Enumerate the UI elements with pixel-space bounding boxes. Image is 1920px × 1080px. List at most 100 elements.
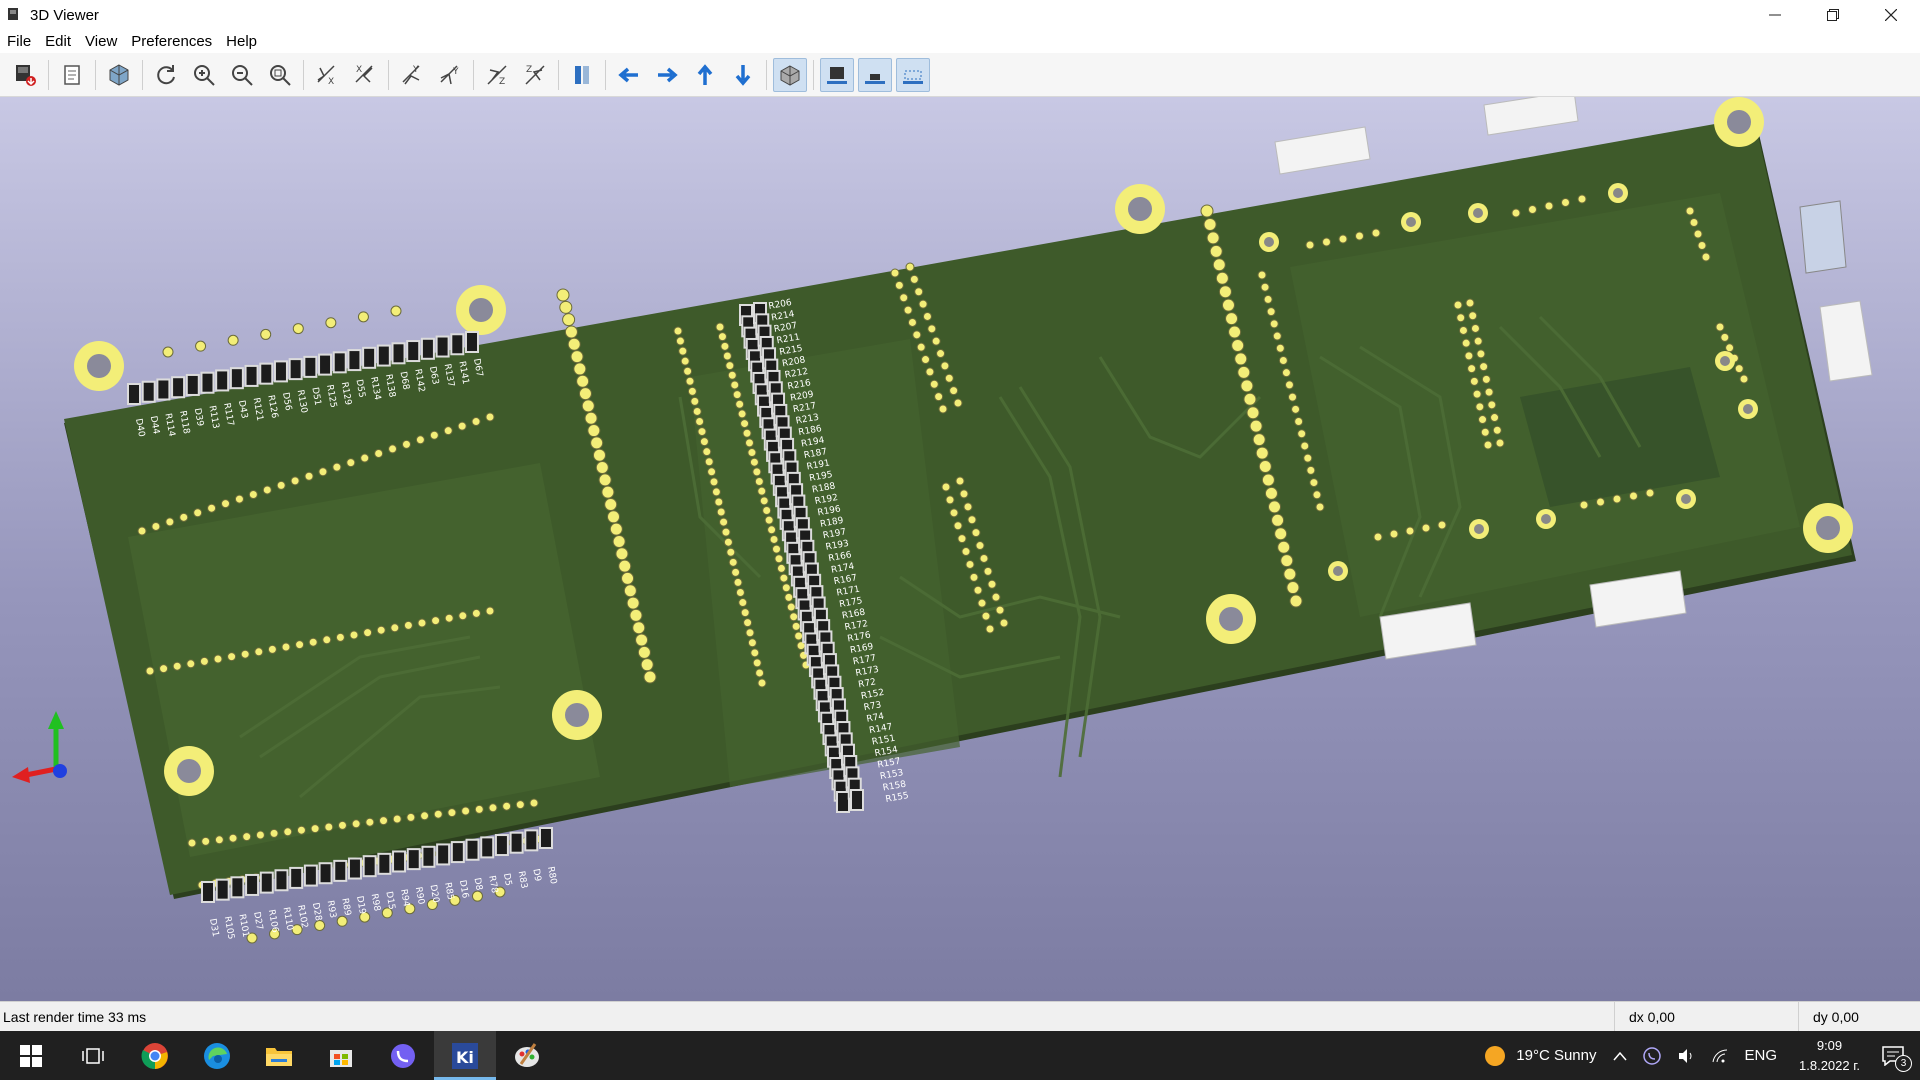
weather-widget[interactable]: 19°C Sunny: [1484, 1045, 1597, 1067]
rotate-x-cw-button[interactable]: X: [310, 58, 344, 92]
rotate-z-ccw-button[interactable]: Z: [518, 58, 552, 92]
component-ref-label: D28: [310, 902, 323, 922]
pad: [159, 664, 169, 674]
pad: [1249, 419, 1263, 433]
rotate-x-ccw-button[interactable]: X: [348, 58, 382, 92]
show-tht-button[interactable]: [820, 57, 854, 92]
network-button[interactable]: [1711, 1048, 1729, 1064]
notification-count: 3: [1895, 1054, 1912, 1072]
task-view-button[interactable]: [62, 1031, 124, 1080]
connector-pad-hole: [1681, 494, 1691, 504]
pan-up-button[interactable]: [688, 58, 722, 92]
pad: [945, 495, 955, 505]
pad: [742, 428, 752, 438]
export-image-button[interactable]: [8, 58, 42, 92]
file-explorer-button[interactable]: [248, 1031, 310, 1080]
pad: [336, 915, 348, 927]
pad: [929, 379, 939, 389]
component-ref-label: R209: [790, 390, 815, 404]
pad: [1577, 194, 1587, 204]
volume-button[interactable]: [1677, 1048, 1695, 1064]
clock[interactable]: 9:09 1.8.2022 г.: [1799, 1036, 1860, 1076]
component-ref-label: R72: [858, 677, 877, 690]
show-virtual-button[interactable]: [896, 57, 930, 92]
language-indicator[interactable]: ENG: [1745, 1047, 1778, 1064]
minimize-button[interactable]: [1746, 0, 1804, 30]
smd-resistor: [450, 333, 465, 356]
pad: [1701, 252, 1711, 262]
pad: [474, 804, 484, 814]
reload-button[interactable]: [149, 58, 183, 92]
pad: [228, 833, 238, 843]
pad: [738, 598, 748, 608]
menu-file[interactable]: File: [7, 32, 32, 50]
pan-left-button[interactable]: [612, 58, 646, 92]
pad: [145, 666, 155, 676]
zoom-fit-button[interactable]: [263, 58, 297, 92]
restore-button[interactable]: [1804, 0, 1862, 30]
copy-to-clipboard-button[interactable]: [55, 58, 89, 92]
ortho-toggle-button[interactable]: [773, 57, 807, 92]
microsoft-store-button[interactable]: [310, 1031, 372, 1080]
pad: [172, 661, 182, 671]
rotate-y-cw-button[interactable]: Y: [395, 58, 429, 92]
pad: [1261, 473, 1275, 487]
pad: [903, 305, 913, 315]
menu-preferences[interactable]: Preferences: [131, 32, 213, 50]
chevron-up-icon: [1612, 1051, 1627, 1060]
menu-edit[interactable]: Edit: [45, 32, 72, 50]
show-hidden-icons-button[interactable]: [1612, 1051, 1627, 1061]
pad: [925, 367, 935, 377]
zoom-in-button[interactable]: [187, 58, 221, 92]
pad: [784, 592, 794, 602]
start-button[interactable]: [0, 1031, 62, 1080]
component-ref-label: R217: [792, 401, 817, 415]
pad: [186, 659, 196, 669]
chrome-button[interactable]: [124, 1031, 186, 1080]
paint-button[interactable]: [496, 1031, 558, 1080]
pcb-3d-scene[interactable]: R206R214R207R211R215R208R212R216R209R217…: [0, 97, 1920, 1001]
show-smd-button[interactable]: [858, 57, 892, 92]
edge-button[interactable]: [186, 1031, 248, 1080]
pcb-traces: [239, 315, 1642, 799]
kicad-button[interactable]: Ki: [434, 1031, 496, 1080]
component-ref-label: R177: [852, 653, 877, 667]
pad: [390, 623, 400, 633]
smd-resistor: [171, 376, 186, 399]
pan-right-button[interactable]: [650, 58, 684, 92]
pad: [1275, 343, 1285, 353]
viber-tray-button[interactable]: [1642, 1046, 1661, 1065]
smd-resistor: [836, 791, 850, 813]
menu-help[interactable]: Help: [226, 32, 258, 50]
rotate-z-cw-button[interactable]: Z: [480, 58, 514, 92]
close-button[interactable]: [1862, 0, 1920, 30]
pad: [1225, 312, 1239, 326]
pad: [379, 816, 389, 826]
pad: [322, 635, 332, 645]
flip-board-button[interactable]: [565, 58, 599, 92]
pad: [1479, 362, 1489, 372]
raytracing-button[interactable]: [102, 58, 136, 92]
pad: [337, 820, 347, 830]
zoom-out-button[interactable]: [225, 58, 259, 92]
pad: [494, 886, 506, 898]
smd-resistor: [303, 864, 318, 887]
smd-resistor: [465, 838, 480, 861]
component-ref-label: R134: [368, 376, 382, 401]
menu-view[interactable]: View: [85, 32, 118, 50]
mounting-holes: [74, 97, 1853, 796]
pad: [740, 608, 750, 618]
connector-pad-hole: [1743, 404, 1753, 414]
rotate-y-ccw-button[interactable]: Y: [433, 58, 467, 92]
pad: [471, 890, 483, 902]
component-ref-label: R114: [162, 413, 176, 438]
component-ref-label: R173: [855, 665, 880, 679]
pad: [615, 547, 629, 561]
pad: [1286, 581, 1300, 595]
pan-down-button[interactable]: [726, 58, 760, 92]
pad: [733, 577, 743, 587]
notifications-button[interactable]: 3: [1882, 1045, 1912, 1072]
viber-button[interactable]: [372, 1031, 434, 1080]
pad: [927, 324, 937, 334]
